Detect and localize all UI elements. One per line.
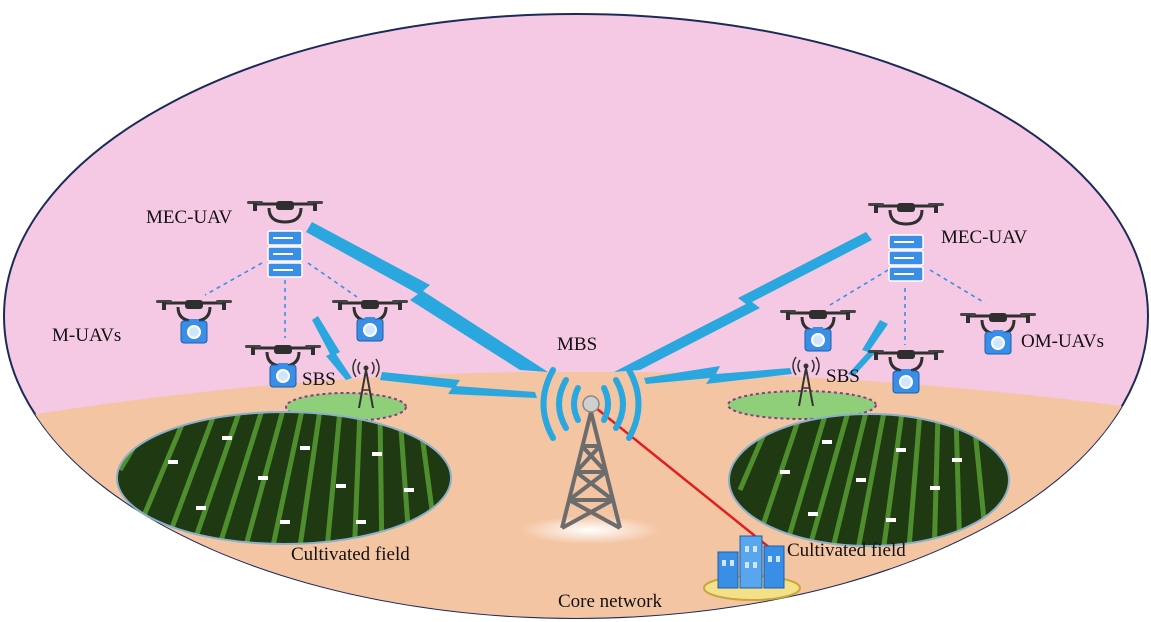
link-mbs-sbs-right: [644, 366, 792, 384]
camera-payload-icon: [356, 316, 384, 342]
server-stack-icon: [888, 234, 924, 282]
right-cluster-links: [829, 269, 986, 345]
label-om-uavs: OM-UAVs: [1021, 331, 1104, 352]
label-field-right: Cultivated field: [787, 540, 906, 561]
camera-payload-icon: [892, 368, 920, 394]
sensor-nodes: [168, 436, 414, 524]
link-sbs-uav-left: [312, 316, 352, 380]
label-mbs: MBS: [557, 334, 597, 355]
camera-payload-icon: [804, 326, 832, 352]
wireless-links: [306, 222, 888, 398]
cultivated-field-right: [728, 413, 1010, 547]
link-sbs-uav-right: [848, 320, 888, 376]
link-mbs-mec-left: [306, 222, 548, 372]
link-mbs-mec-right: [614, 232, 872, 372]
server-stack-icon: [267, 230, 303, 278]
core-network-icon: [703, 535, 801, 601]
label-core-network: Core network: [558, 591, 662, 612]
label-field-left: Cultivated field: [291, 544, 410, 565]
label-mec-uav-left: MEC-UAV: [146, 207, 232, 228]
camera-payload-icon: [180, 318, 208, 344]
cultivated-field-left: [116, 411, 452, 545]
camera-payload-icon: [269, 362, 297, 388]
sbs-coverage-right: [727, 390, 877, 420]
camera-payload-icon: [984, 329, 1012, 355]
label-sbs-left: SBS: [302, 369, 336, 390]
core-backhaul-link: [595, 407, 771, 549]
mbs-tower-icon: [520, 367, 660, 544]
label-mec-uav-right: MEC-UAV: [941, 227, 1027, 248]
sensor-nodes: [780, 440, 962, 522]
link-mbs-sbs-left: [380, 372, 537, 398]
label-m-uavs: M-UAVs: [52, 325, 121, 346]
left-cluster-links: [204, 262, 358, 338]
label-sbs-right: SBS: [826, 366, 860, 387]
